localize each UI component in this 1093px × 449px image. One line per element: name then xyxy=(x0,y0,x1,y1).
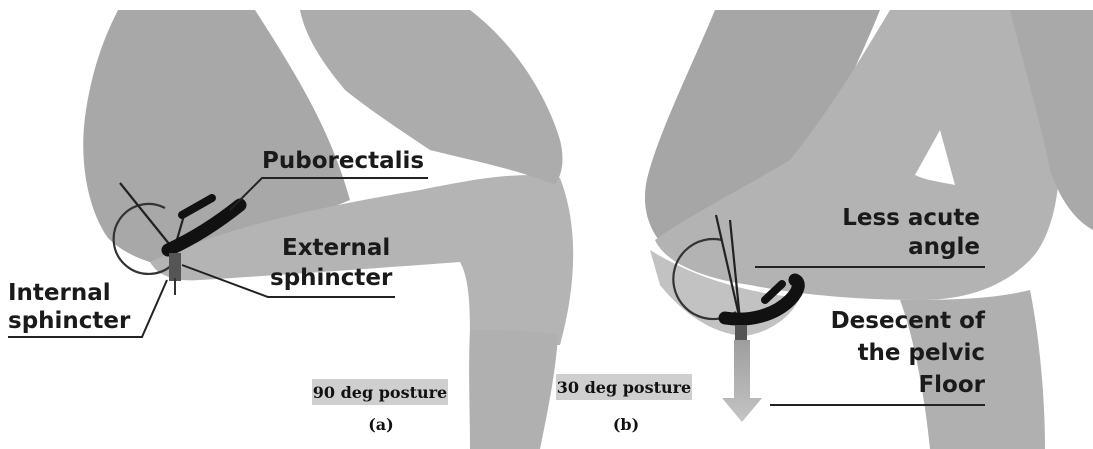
anal-canal-a xyxy=(169,253,181,281)
label-descent-line2: the pelvic xyxy=(858,340,985,366)
label-internal-line2: sphincter xyxy=(8,308,131,334)
descent-arrow xyxy=(722,340,762,422)
panel-a: Puborectalis External sphincter Internal… xyxy=(8,10,573,449)
caption-a: (a) xyxy=(368,415,394,434)
posture-label-a: 90 deg posture xyxy=(313,383,447,402)
label-less-acute-line1: Less acute xyxy=(842,205,980,231)
label-external-line2: sphincter xyxy=(270,265,393,291)
label-puborectalis: Puborectalis xyxy=(262,148,424,174)
posture-label-b: 30 deg posture xyxy=(557,378,691,397)
label-descent-line1: Desecent of xyxy=(831,308,986,334)
label-external-line1: External xyxy=(282,235,390,261)
caption-b: (b) xyxy=(613,415,639,434)
silhouette-leg-a xyxy=(469,330,558,449)
label-less-acute-line2: angle xyxy=(908,234,980,260)
label-internal-line1: Internal xyxy=(8,280,111,306)
panel-b: Less acute angle Desecent of the pelvic … xyxy=(556,10,1093,449)
label-descent-line3: Floor xyxy=(918,372,985,398)
